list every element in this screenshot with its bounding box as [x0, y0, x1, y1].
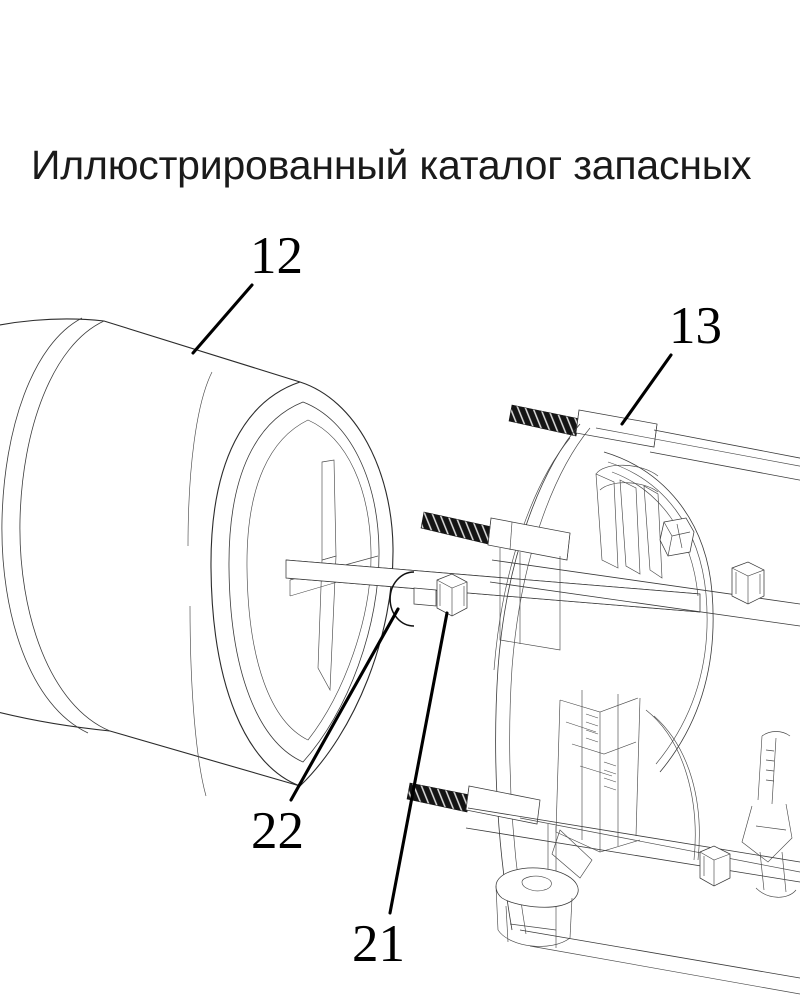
leader-21	[388, 611, 449, 915]
leader-22	[289, 607, 400, 802]
centre-shaft	[285, 559, 701, 613]
callout-label-13: 13	[669, 297, 722, 355]
leader-12	[191, 283, 254, 355]
roller-assembly	[495, 824, 593, 948]
page-title: Иллюстрированный каталог запасных	[31, 142, 752, 188]
callout-label-22: 22	[251, 802, 304, 860]
roller-assembly-right	[741, 731, 797, 898]
callout-label-12: 12	[250, 227, 303, 285]
part-hex-bolt-21	[413, 573, 468, 617]
threaded-rod-upper	[508, 404, 581, 437]
leader-lines	[191, 283, 673, 915]
part-retaining-ring-22	[389, 571, 415, 627]
part-frame-assembly-13	[406, 404, 800, 995]
leader-13	[620, 353, 673, 426]
callout-label-21: 21	[352, 915, 405, 973]
threaded-rod-lower	[406, 782, 471, 813]
threaded-rod-middle	[420, 511, 493, 545]
